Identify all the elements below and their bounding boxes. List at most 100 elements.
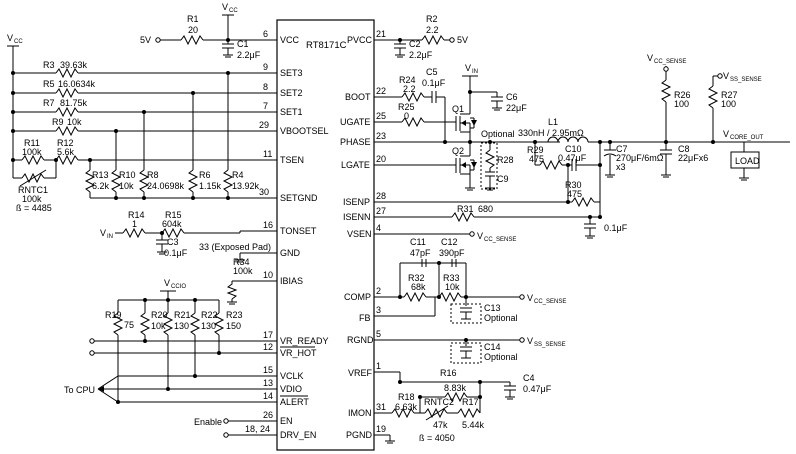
svg-text:10k: 10k (151, 321, 166, 331)
svg-text:CC: CC (229, 8, 238, 14)
svg-text:15: 15 (263, 365, 273, 375)
svg-text:R18: R18 (398, 392, 415, 402)
svg-text:25: 25 (376, 111, 386, 121)
pvcc-network: 5V R2 2.2 C2 2.2μF (394, 14, 468, 60)
svg-text:C12: C12 (441, 237, 458, 247)
svg-text:604k: 604k (162, 219, 182, 229)
svg-text:47pF: 47pF (410, 248, 431, 258)
svg-text:33 (Exposed Pad): 33 (Exposed Pad) (199, 242, 271, 252)
svg-text:390pF: 390pF (439, 248, 465, 258)
svg-text:8.83k: 8.83k (444, 383, 467, 393)
svg-text:150: 150 (226, 321, 241, 331)
svg-text:18, 24: 18, 24 (245, 424, 270, 434)
svg-text:C3: C3 (167, 237, 179, 247)
svg-text:13.92k: 13.92k (232, 181, 260, 191)
rgnd-network: V SS_SENSE C14 Optional (400, 336, 566, 364)
svg-text:16: 16 (263, 220, 273, 230)
svg-text:680: 680 (478, 204, 493, 214)
vsen-sense: V CC_SENSE (469, 231, 516, 243)
svg-text:19: 19 (376, 424, 386, 434)
svg-text:4: 4 (376, 223, 381, 233)
svg-text:R5: R5 (43, 79, 55, 89)
ic-body (276, 19, 375, 451)
svg-text:L1: L1 (548, 117, 558, 127)
svg-text:R17: R17 (462, 397, 479, 407)
vcc-supply-section: 5V R1 20 V CC C1 2.2μF (140, 2, 261, 60)
svg-text:R9: R9 (52, 117, 64, 127)
svg-text:CC: CC (14, 39, 23, 45)
svg-text:C7: C7 (616, 144, 628, 154)
svg-text:100k: 100k (22, 194, 42, 204)
svg-text:5.44k: 5.44k (462, 420, 485, 430)
svg-text:0.1μF: 0.1μF (422, 78, 446, 88)
svg-text:R6: R6 (199, 170, 211, 180)
svg-text:C13: C13 (484, 303, 501, 313)
svg-text:IN: IN (472, 69, 478, 75)
svg-text:22μF: 22μF (506, 103, 527, 113)
to-cpu-label: To CPU (64, 385, 95, 395)
svg-text:C14: C14 (484, 342, 501, 352)
compensation-network: C11 47pF C12 390pF R32 68k R33 10k V CC_… (398, 237, 566, 324)
svg-text:LGATE: LGATE (341, 160, 370, 170)
svg-text:ß = 4050: ß = 4050 (419, 433, 455, 443)
svg-text:10k: 10k (445, 282, 460, 292)
tonset-network: V IN R14 1 R15 604k C3 0.1μF (100, 210, 245, 263)
svg-text:R25: R25 (398, 102, 415, 112)
svg-text:IN: IN (107, 234, 113, 240)
svg-text:PHASE: PHASE (340, 137, 371, 147)
svg-text:RNTC2: RNTC2 (424, 397, 454, 407)
svg-text:R8: R8 (147, 170, 159, 180)
svg-text:Optional: Optional (484, 313, 518, 323)
svg-text:V: V (723, 129, 729, 139)
svg-text:C6: C6 (506, 92, 518, 102)
svg-text:V: V (222, 2, 228, 12)
svg-text:6.63k: 6.63k (395, 402, 418, 412)
svg-text:SS_SENSE: SS_SENSE (730, 77, 762, 83)
svg-text:CC_SENSE: CC_SENSE (654, 59, 686, 65)
svg-text:ß = 4485: ß = 4485 (16, 203, 52, 213)
svg-text:R19: R19 (105, 310, 122, 320)
svg-text:9: 9 (263, 62, 268, 72)
svg-text:C4: C4 (523, 373, 535, 383)
svg-text:100: 100 (721, 99, 736, 109)
svg-text:68k: 68k (411, 282, 426, 292)
svg-text:ISENP: ISENP (343, 197, 370, 207)
output-section: C7 270μF/6mΩ x3 C8 22μFx6 V CC_SENSE R26… (603, 53, 764, 181)
svg-text:R15: R15 (165, 210, 182, 220)
svg-text:0.1μF: 0.1μF (164, 248, 188, 258)
svg-text:GND: GND (280, 248, 301, 258)
svg-text:V: V (647, 53, 653, 63)
svg-text:R29: R29 (527, 145, 544, 155)
svg-text:Q2: Q2 (452, 146, 464, 156)
optional-label: Optional (481, 129, 515, 139)
svg-text:5.6k: 5.6k (57, 147, 75, 157)
svg-text:330nH / 2.95mΩ: 330nH / 2.95mΩ (518, 128, 584, 138)
svg-text:x3: x3 (616, 162, 626, 172)
ic-name: RT8171C (306, 40, 347, 51)
svg-text:ISENN: ISENN (343, 212, 371, 222)
svg-text:2.2: 2.2 (426, 25, 439, 35)
svg-text:30: 30 (259, 187, 269, 197)
svg-text:R16: R16 (440, 368, 457, 378)
svg-text:C1: C1 (237, 39, 249, 49)
svg-text:PVCC: PVCC (347, 35, 373, 45)
svg-text:6.2k: 6.2k (92, 181, 110, 191)
svg-text:130: 130 (174, 321, 189, 331)
svg-text:R13: R13 (92, 170, 109, 180)
svg-text:31: 31 (376, 402, 386, 412)
svg-text:2: 2 (376, 286, 381, 296)
svg-text:VCC: VCC (280, 35, 300, 45)
svg-text:1: 1 (132, 219, 137, 229)
svg-text:R2: R2 (426, 14, 438, 24)
svg-text:R23: R23 (226, 310, 243, 320)
svg-text:39.63k: 39.63k (60, 60, 88, 70)
svg-text:1: 1 (376, 361, 381, 371)
power-stage: V IN C6 22μF R24 2.2 C5 0.1μF R25 0 Q1 (398, 63, 560, 191)
svg-text:7: 7 (263, 101, 268, 111)
svg-text:270μF/6mΩ: 270μF/6mΩ (616, 153, 664, 163)
svg-text:R28: R28 (497, 155, 514, 165)
svg-text:R4: R4 (232, 170, 244, 180)
svg-text:475: 475 (529, 154, 544, 164)
svg-text:24.0698k: 24.0698k (147, 181, 185, 191)
svg-text:SET2: SET2 (280, 88, 303, 98)
